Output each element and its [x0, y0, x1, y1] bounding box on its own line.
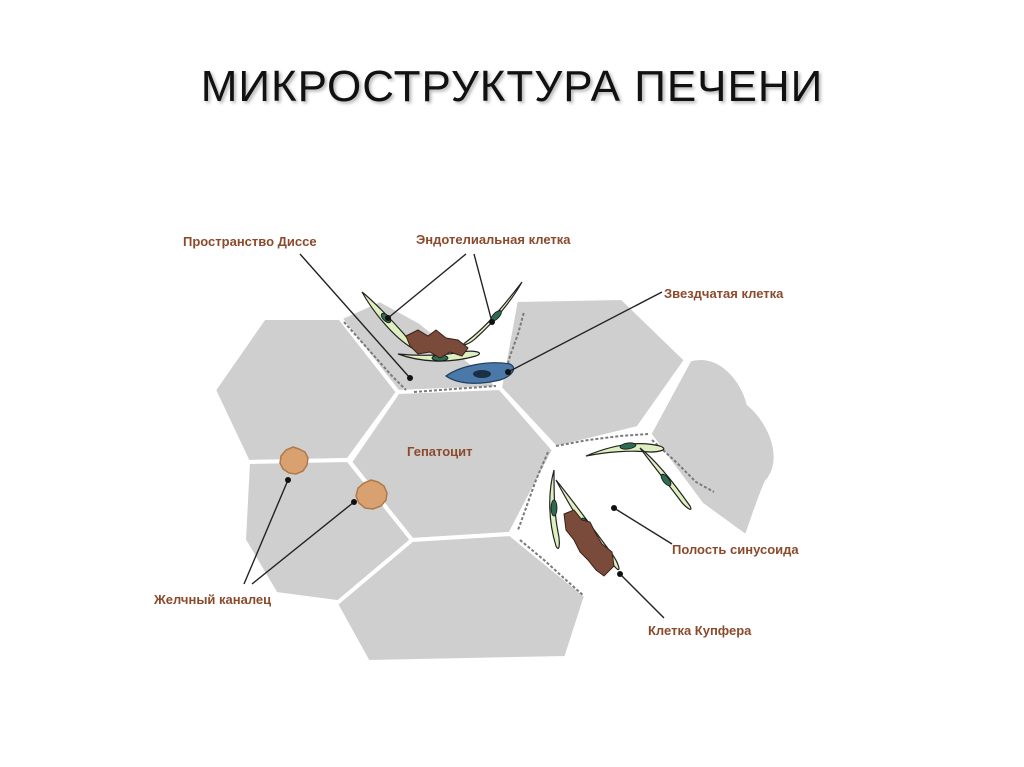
kupffer-cell-top [405, 329, 469, 359]
label-sinusoid-lumen: Полость синусоида [672, 542, 799, 557]
slide-title: МИКРОСТРУКТУРА ПЕЧЕНИ [200, 62, 824, 111]
endothelial-cell-right-upper [585, 442, 665, 457]
stellate-cell [444, 362, 515, 384]
leader-lines [243, 253, 673, 619]
diagram-labels: Пространство Диссе Эндотелиальная клетка… [153, 232, 799, 638]
hepatocyte-bottom [334, 532, 588, 664]
bile-canaliculus-right [355, 479, 388, 510]
hepatocyte-top-right [498, 296, 688, 450]
bile-canaliculus-left [279, 446, 309, 475]
hepatocyte-right [648, 357, 777, 539]
label-space-of-disse: Пространство Диссе [183, 234, 317, 249]
label-hepatocyte: Гепатоцит [407, 444, 473, 459]
sinusoid-cells [361, 281, 692, 577]
label-endothelial-cell: Эндотелиальная клетка [416, 232, 571, 247]
bile-canaliculi [279, 446, 388, 510]
endothelial-cell-left-vertical [549, 469, 560, 549]
label-stellate-cell: Звездчатая клетка [664, 286, 784, 301]
hepatocyte-cells [212, 296, 777, 664]
label-bile-canaliculus: Желчный каналец [153, 592, 271, 607]
kupffer-cell-right [563, 509, 615, 577]
endothelial-cell-right-diagonal [639, 447, 692, 510]
label-kupffer-cell: Клетка Купфера [648, 623, 752, 638]
